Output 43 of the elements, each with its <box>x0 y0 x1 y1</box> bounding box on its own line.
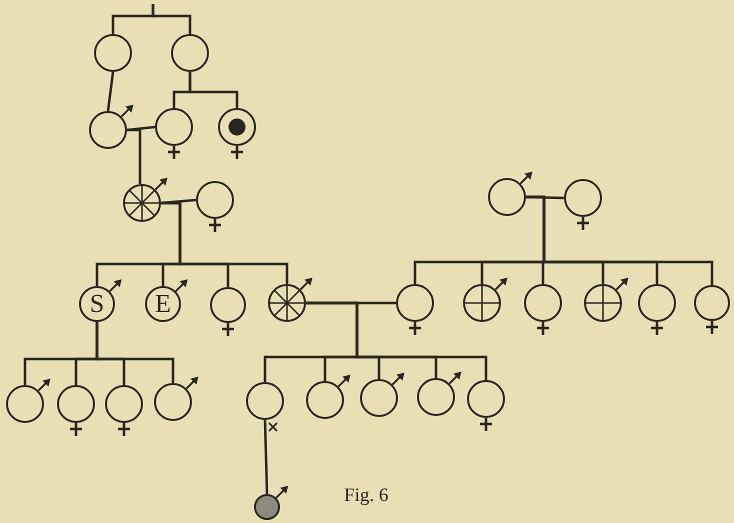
shaded-circle <box>254 494 280 520</box>
circle <box>105 385 143 423</box>
quartered-circle <box>584 284 622 322</box>
lettered-circle <box>79 286 115 322</box>
lettered-circle <box>145 286 181 322</box>
circle <box>360 379 398 417</box>
circle <box>196 181 234 219</box>
quartered-circle <box>463 284 501 322</box>
pedigree-line <box>152 4 192 34</box>
spoked-circle <box>268 284 306 322</box>
dotted-circle <box>218 108 256 146</box>
circle <box>155 108 193 146</box>
circle <box>417 378 455 416</box>
circle <box>467 380 505 418</box>
circle <box>154 383 192 421</box>
circle <box>57 385 95 423</box>
circle <box>694 285 730 321</box>
circle <box>306 381 344 419</box>
spoked-circle <box>123 184 161 222</box>
circle <box>396 284 434 322</box>
circle <box>94 34 132 72</box>
circle <box>6 385 44 423</box>
figure-caption: Fig. 6 <box>344 485 388 507</box>
descent-line <box>306 302 488 380</box>
circle <box>89 111 127 149</box>
marriage-line <box>160 198 196 204</box>
circle <box>564 179 602 217</box>
circle <box>638 284 676 322</box>
circle <box>524 284 562 322</box>
descent-line <box>96 322 174 383</box>
descent-line <box>161 202 288 284</box>
circle <box>210 287 246 323</box>
descent-line <box>264 420 268 494</box>
circle <box>246 382 284 420</box>
circle-letter: E <box>155 291 171 317</box>
descent-line <box>106 72 114 112</box>
descent-line <box>526 196 714 285</box>
circle <box>488 178 526 216</box>
circle <box>171 34 209 72</box>
descent-line <box>188 72 238 108</box>
descent-line <box>127 128 142 184</box>
circle-letter: S <box>90 291 104 317</box>
marriage-line <box>126 126 156 132</box>
